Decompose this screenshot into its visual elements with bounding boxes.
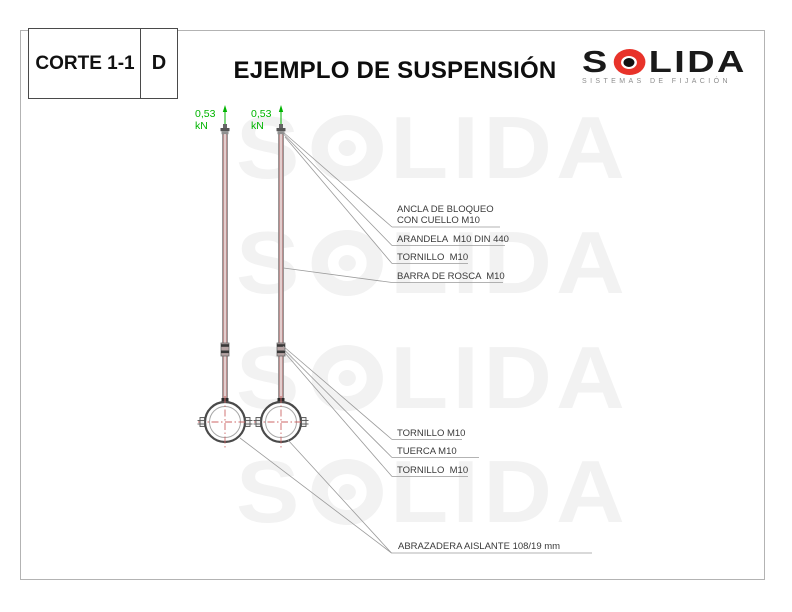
washer	[277, 131, 285, 135]
label-text: CON CUELLO M10	[397, 214, 480, 226]
label-abrazadera: ABRAZADERA AISLANTE 108/19 mm	[398, 541, 561, 552]
coupling-nut	[276, 342, 286, 357]
leader-tornillo-inferior	[284, 352, 393, 477]
leader-tornillo-medio	[282, 345, 393, 440]
washer	[221, 131, 229, 135]
pipe-clamp	[253, 396, 309, 448]
coupling-nut	[220, 342, 230, 357]
page-title: EJEMPLO DE SUSPENSIÓN	[233, 57, 557, 84]
logo-tagline: SISTEMAS DE FIJACIÓN	[582, 78, 731, 85]
logo-wordmark: S LIDA	[582, 44, 792, 79]
logo-text: LIDA	[648, 44, 747, 79]
watermark-text: S	[236, 98, 304, 197]
rod-centerline	[280, 134, 282, 398]
label-arandela: ARANDELA M10 DIN 440	[397, 234, 509, 245]
solida-watermark: S LIDA	[236, 442, 630, 541]
load-unit: kN	[195, 120, 208, 132]
sheet-border	[20, 30, 765, 580]
left-hanger-assembly	[197, 105, 253, 448]
pipe-clamp	[197, 396, 253, 448]
watermark-text: LIDA	[390, 442, 630, 541]
logo-text: S	[582, 44, 610, 79]
watermark-text: LIDA	[390, 213, 630, 312]
leader-tornillo-superior	[284, 136, 393, 264]
load-unit: kN	[251, 120, 264, 132]
label-tornillo-medio: TORNILLO M10	[397, 428, 466, 439]
right-hanger-assembly	[253, 105, 309, 448]
clamp-bolt-right	[301, 417, 307, 427]
logo-o-icon	[613, 49, 646, 75]
section-label-box: CORTE 1-1	[28, 28, 142, 99]
clamp-bolt-right	[245, 417, 251, 427]
leader-lines	[239, 131, 592, 554]
watermark-text: LIDA	[390, 328, 630, 427]
leader-barra	[283, 267, 393, 283]
anchor-head	[279, 124, 283, 129]
section-label: CORTE 1-1	[35, 52, 135, 74]
solida-watermark: S LIDA	[236, 98, 630, 197]
detail-label-box: D	[140, 28, 178, 99]
rod-centerline	[224, 134, 226, 398]
clamp-bolt-left	[199, 417, 205, 427]
solida-logo: S LIDA SISTEMAS DE FIJACIÓN	[582, 46, 762, 85]
anchor-collar	[220, 128, 230, 132]
solida-watermark: S LIDA	[236, 213, 630, 312]
watermark-text: S	[236, 442, 304, 541]
load-value: 0,53	[251, 108, 272, 120]
label-tornillo-superior: TORNILLO M10	[397, 252, 469, 263]
load-arrow-icon	[278, 105, 284, 112]
clamp-bolt-left	[255, 417, 261, 427]
leader-ancla	[282, 131, 393, 228]
leader-abrazadera-right	[287, 439, 392, 554]
anchor-head	[223, 124, 227, 129]
leader-abrazadera-left	[239, 437, 392, 554]
leader-tuerca	[283, 349, 393, 458]
label-tornillo-inferior: TORNILLO M10	[397, 465, 469, 476]
label-tuerca: TUERCA M10	[397, 446, 457, 457]
leader-arandela	[283, 134, 393, 246]
load-arrow-icon	[222, 105, 228, 112]
anchor-collar	[276, 128, 286, 132]
detail-label: D	[151, 52, 167, 74]
watermark-text: S	[236, 213, 304, 312]
label-text: ANCLA DE BLOQUEO	[397, 204, 494, 215]
label-barra: BARRA DE ROSCA M10	[397, 271, 505, 282]
load-value: 0,53	[195, 108, 216, 120]
watermark-text: LIDA	[390, 98, 630, 197]
